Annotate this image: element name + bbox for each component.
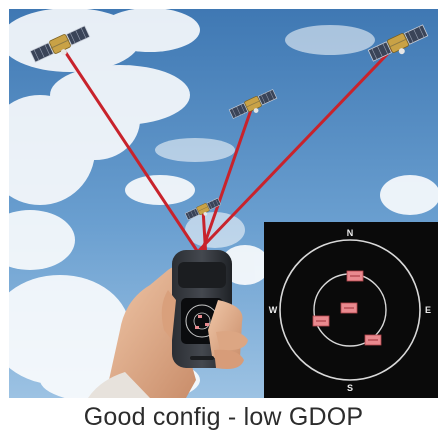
- figure-caption: Good config - low GDOP: [83, 403, 364, 431]
- satellites: [29, 24, 429, 221]
- compass-north-label: N: [347, 228, 354, 238]
- sky-view-horizon-ring: [279, 239, 421, 381]
- compass-east-label: E: [425, 305, 431, 315]
- satellite-icon: [184, 197, 222, 221]
- compass-west-label: W: [269, 305, 278, 315]
- satellite-icon: [228, 89, 278, 119]
- satellite-icon: [29, 25, 91, 63]
- sky-view-satellite-markers: [312, 270, 382, 346]
- satellite-signal-lines: [58, 41, 400, 252]
- sky-view-panel: N S E W: [264, 222, 438, 398]
- compass-south-label: S: [347, 383, 353, 393]
- signal-line: [198, 41, 400, 252]
- signal-line: [201, 207, 207, 252]
- hand-holding-gps: [88, 250, 248, 398]
- satellite-icon: [367, 24, 429, 62]
- signal-line: [58, 42, 198, 252]
- signal-line: [201, 102, 255, 252]
